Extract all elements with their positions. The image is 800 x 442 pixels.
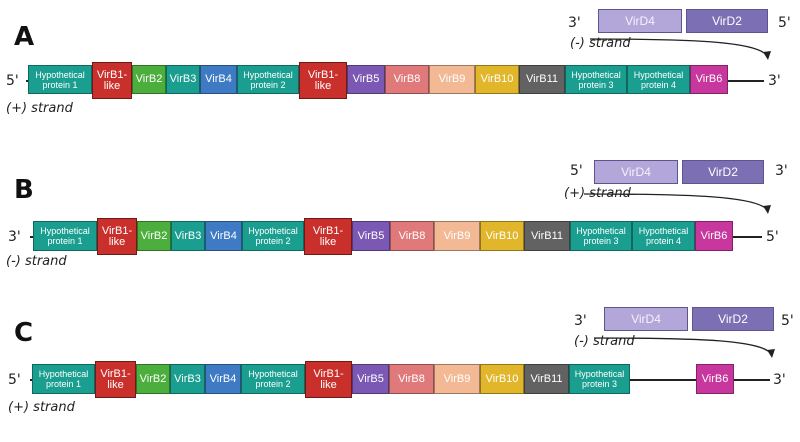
- virb8-gene: VirB8: [389, 364, 434, 394]
- virb1-like-gene: VirB1- like: [304, 218, 352, 255]
- main-right-end: 3': [773, 372, 786, 388]
- vird4-gene: VirD4: [604, 307, 688, 331]
- virb3-gene: VirB3: [166, 65, 200, 94]
- transcription-arrow: [583, 193, 771, 214]
- vird-right-end: 3': [775, 163, 788, 179]
- main-right-end: 3': [768, 73, 781, 89]
- virb5-gene: VirB5: [352, 221, 390, 251]
- virb2-gene: VirB2: [132, 65, 166, 94]
- virb9-gene: VirB9: [429, 65, 475, 94]
- virb10-gene: VirB10: [480, 221, 524, 251]
- virb8-gene: VirB8: [385, 65, 429, 94]
- virb8-gene: VirB8: [390, 221, 434, 251]
- virb4-gene: VirB4: [205, 221, 242, 251]
- hypothetical-protein-1-gene: Hypothetical protein 1: [32, 364, 95, 394]
- virb2-gene: VirB2: [137, 221, 171, 251]
- vird-right-end: 5': [778, 15, 791, 31]
- panel-letter: A: [14, 22, 35, 52]
- virb4-gene: VirB4: [200, 65, 237, 94]
- virb5-gene: VirB5: [347, 65, 385, 94]
- vird4-gene: VirD4: [594, 160, 678, 184]
- main-strand-label: (+) strand: [8, 400, 75, 415]
- hypothetical-protein-2-gene: Hypothetical protein 2: [237, 65, 299, 94]
- hypothetical-protein-3-gene: Hypothetical protein 3: [569, 364, 630, 394]
- vird-left-end: 3': [574, 313, 587, 329]
- virb9-gene: VirB9: [434, 221, 480, 251]
- hypothetical-protein-4-gene: Hypothetical protein 4: [627, 65, 690, 94]
- hypothetical-protein-1-gene: Hypothetical protein 1: [33, 221, 97, 251]
- main-strand-label: (+) strand: [6, 101, 73, 116]
- main-strand-label: (-) strand: [6, 254, 67, 269]
- virb11-gene: VirB11: [524, 221, 570, 251]
- virb3-gene: VirB3: [171, 221, 205, 251]
- virb11-gene: VirB11: [519, 65, 565, 94]
- panel-letter: C: [14, 318, 34, 348]
- main-left-end: 5': [8, 372, 21, 388]
- hypothetical-protein-3-gene: Hypothetical protein 3: [565, 65, 627, 94]
- vird4-gene: VirD4: [598, 9, 682, 33]
- hypothetical-protein-3-gene: Hypothetical protein 3: [570, 221, 632, 251]
- virb6-gene: VirB6: [690, 65, 728, 94]
- panel-c: C 5' 3' (+) strand 3' 5' (-) strand Hypo…: [0, 294, 800, 441]
- virb4-gene: VirB4: [205, 364, 241, 394]
- hypothetical-protein-1-gene: Hypothetical protein 1: [28, 65, 92, 94]
- hypothetical-protein-2-gene: Hypothetical protein 2: [242, 221, 304, 251]
- transcription-arrow: [589, 38, 771, 60]
- virb1-like-gene: VirB1- like: [92, 62, 132, 99]
- vird2-gene: VirD2: [682, 160, 764, 184]
- virb11-gene: VirB11: [524, 364, 569, 394]
- virb1-like-gene: VirB1- like: [95, 361, 136, 398]
- virb3-gene: VirB3: [170, 364, 205, 394]
- virb10-gene: VirB10: [475, 65, 519, 94]
- hypothetical-protein-2-gene: Hypothetical protein 2: [241, 364, 305, 394]
- transcription-arrow: [593, 337, 775, 358]
- hypothetical-protein-4-gene: Hypothetical protein 4: [632, 221, 695, 251]
- main-left-end: 3': [8, 229, 21, 245]
- virb6-gene: VirB6: [696, 364, 734, 394]
- vird2-gene: VirD2: [692, 307, 774, 331]
- virb2-gene: VirB2: [136, 364, 170, 394]
- panel-b: B 3' 5' (-) strand 5' 3' (+) strand Hypo…: [0, 147, 800, 294]
- virb5-gene: VirB5: [352, 364, 389, 394]
- main-right-end: 5': [766, 229, 779, 245]
- virb10-gene: VirB10: [480, 364, 524, 394]
- vird-strand-label: (-) strand: [570, 36, 631, 51]
- virb1-like-gene: VirB1- like: [97, 218, 137, 255]
- virb1-like-gene: VirB1- like: [305, 361, 352, 398]
- vird-left-end: 3': [568, 15, 581, 31]
- main-left-end: 5': [6, 73, 19, 89]
- virb9-gene: VirB9: [434, 364, 480, 394]
- panel-letter: B: [14, 175, 34, 205]
- panel-a: A 5' 3' (+) strand 3' 5' (-) strand Hypo…: [0, 0, 800, 147]
- virb6-gene: VirB6: [695, 221, 733, 251]
- vird2-gene: VirD2: [686, 9, 768, 33]
- virb1-like-gene: VirB1- like: [299, 62, 347, 99]
- vird-right-end: 5': [781, 313, 794, 329]
- vird-left-end: 5': [570, 163, 583, 179]
